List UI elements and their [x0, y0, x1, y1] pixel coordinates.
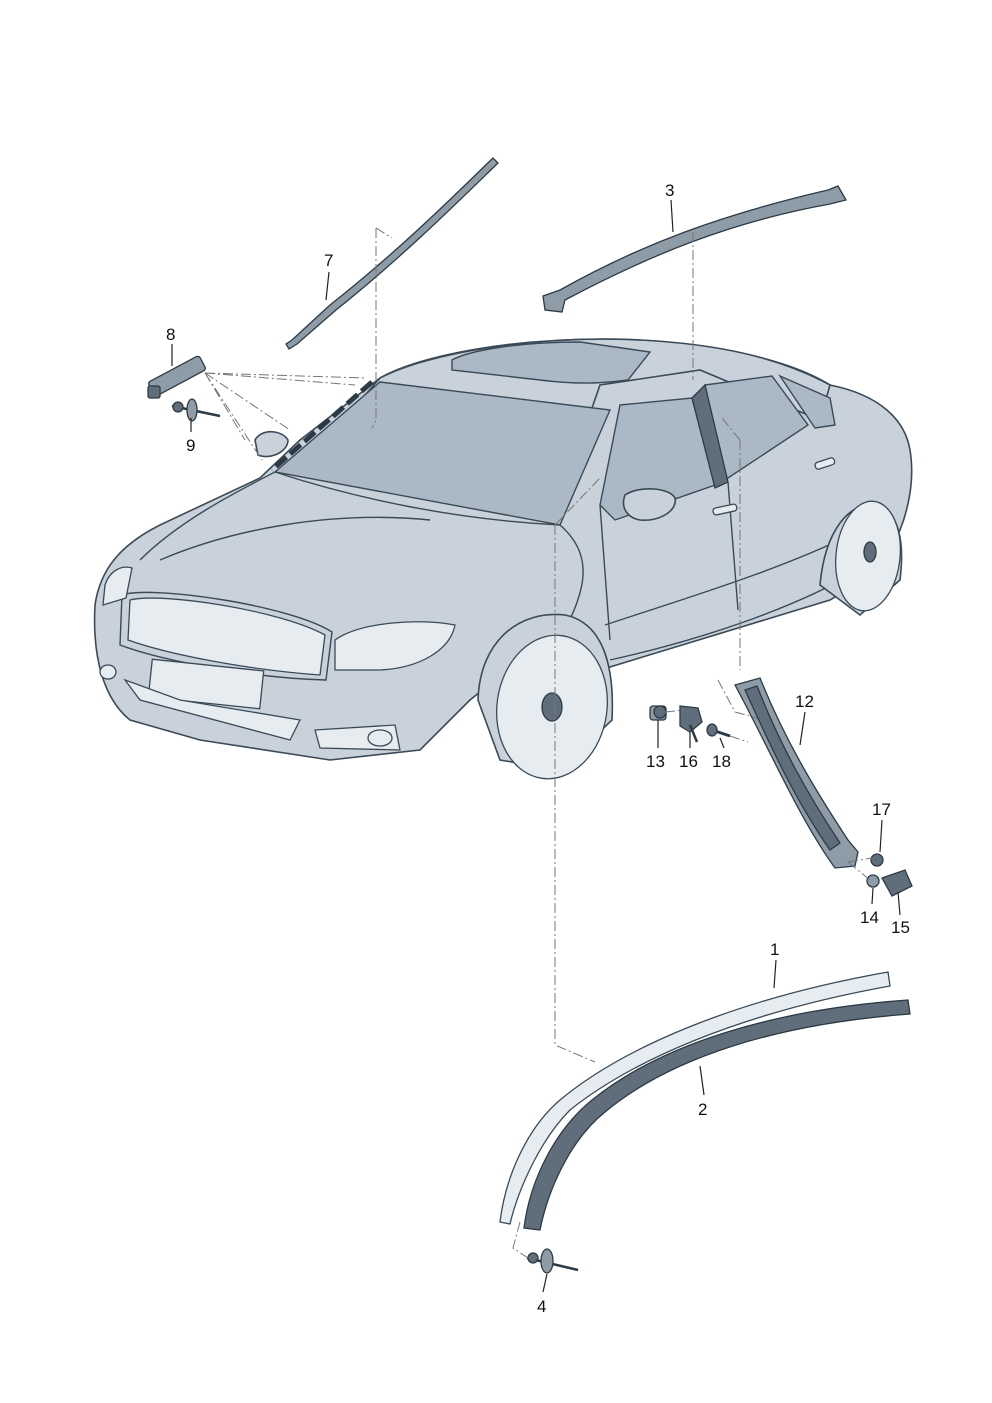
part-18-head — [706, 723, 718, 737]
part-8-end — [147, 385, 161, 399]
leader-3 — [670, 199, 674, 233]
rear-wheel-hub — [863, 541, 877, 563]
callout-9: 9 — [186, 436, 195, 455]
door-line-front — [599, 504, 611, 641]
ref-line-part-14 — [847, 857, 873, 881]
door-line-rear — [727, 481, 739, 611]
fog-lamp-left — [99, 664, 117, 680]
part-12-door-trim — [734, 677, 859, 869]
callout-1: 1 — [770, 940, 779, 959]
part-12-inner — [744, 685, 841, 851]
callout-8: 8 — [166, 325, 175, 344]
ref-line-part-18 — [729, 735, 749, 743]
ref-line-part-12 — [717, 417, 758, 719]
callout-14: 14 — [860, 908, 879, 927]
hood-line — [139, 471, 584, 641]
sunroof — [451, 341, 652, 384]
ref-line-part-8 — [204, 372, 366, 461]
fog-lamp-right — [367, 729, 393, 747]
part-16-clip — [679, 705, 703, 743]
part-15-body — [881, 869, 913, 897]
callout-4: 4 — [537, 1297, 546, 1316]
part-3-strip — [542, 185, 847, 313]
grille-surround — [119, 591, 333, 681]
part-17-screw — [870, 853, 884, 867]
leader-lines — [171, 199, 901, 1293]
callout-17: 17 — [872, 800, 891, 819]
callout-2: 2 — [698, 1100, 707, 1119]
callout-3: 3 — [665, 181, 674, 200]
leader-2 — [699, 1065, 705, 1096]
leader-17 — [879, 819, 883, 853]
front-wheel-hub — [541, 692, 563, 722]
part-1-seal-strip — [499, 971, 891, 1225]
front-grille — [127, 597, 326, 676]
ref-line-part-1 — [554, 477, 601, 1063]
part-9-stud — [171, 398, 221, 422]
part-13-clip — [649, 705, 667, 721]
part-4-head — [540, 1248, 554, 1274]
part-18-screw — [706, 723, 731, 738]
leader-18 — [719, 737, 725, 749]
part-15-end-cap — [881, 869, 913, 897]
car-illustration — [93, 338, 913, 780]
part-3-roof-trim — [542, 185, 847, 313]
quarter-window — [778, 374, 836, 429]
part-7-windshield-trim — [285, 157, 499, 350]
callout-labels: 1 2 3 4 7 8 9 12 13 16 18 17 14 15 — [166, 181, 910, 1316]
part-2-strip — [523, 999, 911, 1231]
part-9-base — [172, 401, 184, 413]
headlight-left — [102, 566, 133, 606]
part-8-clip — [147, 355, 206, 399]
license-plate — [147, 658, 265, 710]
leader-15 — [897, 891, 901, 916]
leader-1 — [773, 959, 777, 989]
side-molding — [604, 534, 851, 626]
ref-line-part-4 — [512, 1221, 529, 1259]
part-4-stud — [526, 1248, 579, 1274]
part-7-strip — [285, 157, 499, 350]
leader-4 — [542, 1273, 548, 1293]
part-14-nut — [866, 874, 880, 888]
callout-16: 16 — [679, 752, 698, 771]
part-14-body — [866, 874, 880, 888]
headlight-right — [334, 621, 456, 671]
hood-crease — [159, 516, 431, 561]
part-16-body — [679, 705, 703, 733]
callout-7: 7 — [324, 251, 333, 270]
part-9-head — [186, 398, 198, 422]
part-17-head — [870, 853, 884, 867]
part-13-head — [653, 705, 667, 719]
side-mirror-left — [254, 430, 289, 458]
part-2-seal-strip — [523, 999, 911, 1231]
door-handle-front — [712, 503, 738, 516]
bumper-intake — [123, 678, 301, 741]
part-4-base — [527, 1252, 539, 1264]
leader-14 — [871, 887, 874, 905]
callout-15: 15 — [891, 918, 910, 937]
ref-line-part-13 — [664, 709, 685, 713]
callout-18: 18 — [712, 752, 731, 771]
part-16-pin — [688, 724, 699, 743]
callout-13: 13 — [646, 752, 665, 771]
reference-lines — [204, 227, 873, 1259]
windshield-trim-molding — [270, 380, 374, 472]
part-1-strip — [499, 971, 891, 1225]
door-handle-rear — [814, 457, 836, 470]
callout-12: 12 — [795, 692, 814, 711]
leader-12 — [799, 711, 806, 746]
side-mirror-right — [622, 488, 676, 521]
leader-7 — [325, 271, 330, 301]
ref-line-part-7 — [371, 227, 393, 429]
